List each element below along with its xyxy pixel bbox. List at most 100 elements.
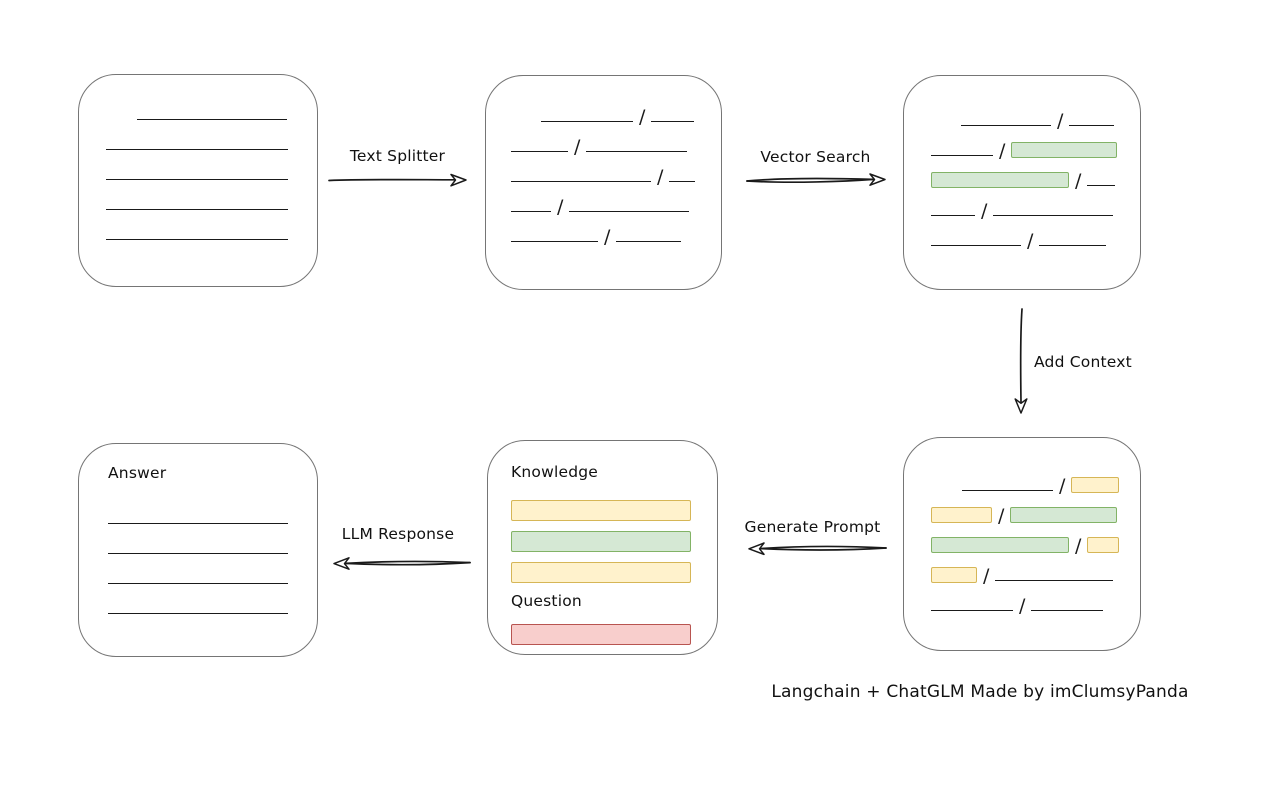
indent-spacer bbox=[931, 127, 961, 128]
answer-box: Answer bbox=[78, 443, 318, 657]
text-line bbox=[669, 181, 696, 182]
text-line bbox=[511, 241, 598, 242]
text-line bbox=[541, 121, 633, 122]
text-line bbox=[137, 119, 287, 120]
text-line bbox=[931, 215, 975, 216]
knowledge-bars bbox=[511, 490, 717, 583]
text-line bbox=[586, 151, 688, 152]
text-row: / bbox=[931, 493, 1140, 527]
text-line bbox=[511, 181, 651, 182]
text-line bbox=[993, 215, 1114, 216]
text-line bbox=[106, 209, 288, 210]
text-line bbox=[931, 610, 1013, 611]
slash-separator: / bbox=[1027, 230, 1034, 252]
text-row: / bbox=[931, 553, 1140, 587]
text-row bbox=[108, 556, 317, 586]
split-chunks-box: ///// bbox=[485, 75, 722, 290]
green-chunk bbox=[1010, 507, 1118, 523]
text-line bbox=[106, 239, 288, 240]
text-line bbox=[569, 211, 690, 212]
text-row: / bbox=[931, 128, 1140, 161]
text-row: / bbox=[931, 158, 1140, 192]
text-row bbox=[108, 526, 317, 556]
slash-separator: / bbox=[657, 166, 664, 188]
document-lines bbox=[79, 75, 317, 242]
slash-separator: / bbox=[1075, 170, 1082, 192]
add-context-arrow-icon bbox=[1014, 308, 1028, 414]
text-line bbox=[108, 583, 288, 584]
slash-separator: / bbox=[604, 226, 611, 248]
answer-label: Answer bbox=[108, 464, 167, 482]
indent-spacer bbox=[931, 492, 962, 493]
text-line bbox=[995, 580, 1114, 581]
text-line bbox=[108, 553, 288, 554]
text-line bbox=[511, 211, 551, 212]
text-row: / bbox=[511, 184, 721, 217]
text-line bbox=[106, 179, 288, 180]
source-document-box bbox=[78, 74, 318, 287]
matched-lines: ///// bbox=[904, 76, 1140, 252]
green-chunk bbox=[931, 172, 1069, 188]
text-line bbox=[1031, 610, 1104, 611]
slash-separator: / bbox=[574, 136, 581, 158]
text-line bbox=[962, 490, 1053, 491]
vector-search-arrow-icon bbox=[746, 173, 886, 186]
text-line bbox=[616, 241, 682, 242]
context-lines: ///// bbox=[904, 438, 1140, 616]
question-label: Question bbox=[511, 592, 582, 610]
diagram-caption: Langchain + ChatGLM Made by imClumsyPand… bbox=[771, 682, 1189, 702]
text-line bbox=[108, 523, 288, 524]
answer-lines bbox=[108, 496, 317, 616]
generate-prompt-arrow-icon bbox=[748, 542, 887, 556]
text-row: / bbox=[511, 124, 721, 158]
green-chunk bbox=[1011, 142, 1118, 158]
text-row: / bbox=[511, 214, 721, 248]
text-row bbox=[106, 212, 317, 242]
llm-response-arrow-icon bbox=[333, 557, 471, 570]
question-bars bbox=[511, 614, 717, 645]
prompt-box: Knowledge Question bbox=[487, 440, 718, 655]
context-box: ///// bbox=[903, 437, 1141, 651]
text-row: / bbox=[931, 463, 1140, 497]
indent-spacer bbox=[106, 121, 137, 122]
slash-separator: / bbox=[1057, 110, 1064, 132]
vector-matched-box: ///// bbox=[903, 75, 1141, 290]
yellow-chunk bbox=[1071, 477, 1120, 493]
yellow-chunk bbox=[511, 500, 691, 521]
slash-separator: / bbox=[981, 200, 988, 222]
text-row bbox=[108, 586, 317, 616]
text-row bbox=[108, 496, 317, 526]
text-row: / bbox=[931, 218, 1140, 252]
text-row bbox=[106, 182, 317, 212]
slash-separator: / bbox=[1075, 535, 1082, 557]
llm-response-label: LLM Response bbox=[341, 525, 455, 543]
indent-spacer bbox=[511, 123, 541, 124]
green-chunk bbox=[511, 531, 691, 552]
text-line bbox=[511, 151, 568, 152]
generate-prompt-label: Generate Prompt bbox=[744, 518, 881, 536]
slash-separator: / bbox=[998, 505, 1005, 527]
text-line bbox=[1069, 125, 1115, 126]
slash-separator: / bbox=[983, 565, 990, 587]
yellow-chunk bbox=[931, 507, 992, 523]
green-chunk bbox=[931, 537, 1069, 553]
text-row bbox=[511, 614, 717, 645]
text-row bbox=[511, 490, 717, 521]
yellow-chunk bbox=[511, 562, 691, 583]
red-chunk bbox=[511, 624, 691, 645]
text-line bbox=[1087, 185, 1116, 186]
slash-separator: / bbox=[1059, 475, 1066, 497]
text-row: / bbox=[511, 154, 721, 188]
text-line bbox=[1039, 245, 1107, 246]
text-line bbox=[931, 245, 1021, 246]
text-row bbox=[511, 521, 717, 552]
text-splitter-label: Text Splitter bbox=[349, 147, 446, 165]
vector-search-label: Vector Search bbox=[760, 148, 871, 166]
text-line bbox=[651, 121, 695, 122]
text-row: / bbox=[511, 94, 721, 127]
add-context-label: Add Context bbox=[1034, 353, 1132, 371]
yellow-chunk bbox=[1087, 537, 1120, 553]
text-row: / bbox=[931, 523, 1140, 557]
text-row: / bbox=[931, 98, 1140, 132]
